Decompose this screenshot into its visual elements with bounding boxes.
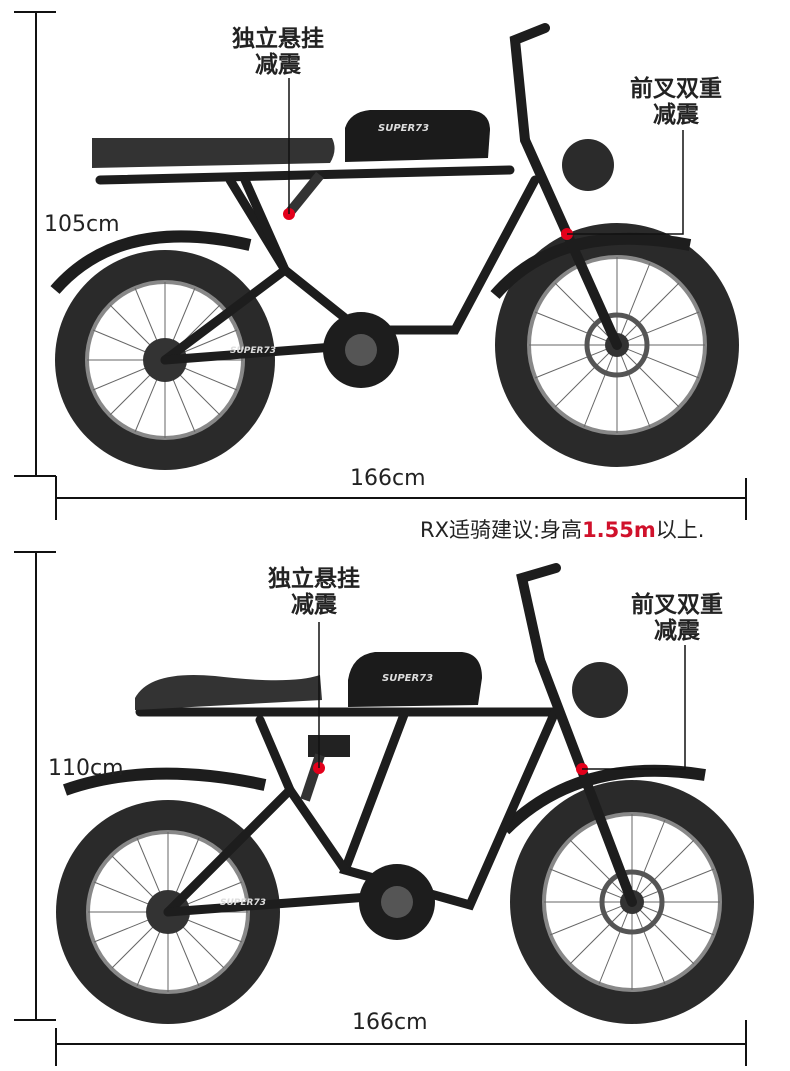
top-rear-fender	[50, 230, 252, 294]
bottom-headlight	[572, 662, 628, 718]
top-bike-illustration	[14, 11, 747, 520]
bottom-rear-fender	[63, 767, 267, 796]
rider-note-highlight: 1.55m	[582, 518, 656, 542]
bottom-bike-panel: 独立悬挂 减震 前叉双重 减震 110cm 166cm SUPER73 SUPE…	[0, 540, 790, 1071]
bottom-bike-illustration	[14, 551, 754, 1066]
top-rear-suspension-callout: 独立悬挂 减震	[232, 26, 324, 78]
bottom-front-fender	[500, 764, 706, 835]
top-front-callout-line2: 减震	[653, 102, 699, 128]
bottom-length-label: 166cm	[352, 1010, 428, 1035]
bottom-tire-brand: SUPER73	[220, 898, 266, 908]
top-callout-leaders	[288, 78, 684, 235]
bottom-front-callout-line2: 减震	[654, 618, 700, 644]
top-battery	[345, 110, 490, 162]
top-rear-shock	[286, 171, 324, 216]
top-headlight	[562, 139, 614, 191]
top-front-fork-callout: 前叉双重 减震	[630, 76, 722, 128]
rider-note-suffix: 以上.	[655, 518, 705, 542]
top-height-dimension	[14, 11, 57, 520]
bottom-front-callout-line1: 前叉双重	[631, 592, 723, 618]
rider-note-prefix: RX适骑建议:身高	[420, 518, 583, 542]
top-height-label: 105cm	[44, 212, 120, 237]
bottom-battery-brand: SUPER73	[382, 673, 434, 684]
bottom-height-dimension	[14, 551, 56, 1021]
bottom-rear-callout-line1: 独立悬挂	[268, 566, 360, 592]
rider-height-note: RX适骑建议:身高1.55m以上.	[420, 514, 704, 544]
bottom-seat	[135, 674, 322, 710]
bottom-front-fork-callout: 前叉双重 减震	[631, 592, 723, 644]
top-length-dimension	[56, 478, 747, 520]
top-tire-brand: SUPER73	[230, 346, 276, 356]
top-fork	[509, 23, 622, 350]
top-battery-brand: SUPER73	[378, 123, 430, 134]
bottom-height-label: 110cm	[48, 756, 124, 781]
bottom-callout-leaders	[318, 622, 686, 770]
bottom-rear-suspension-callout: 独立悬挂 减震	[268, 566, 360, 618]
top-bike-panel: 独立悬挂 减震 前叉双重 减震 105cm 166cm SUPER73 SUPE…	[14, 11, 747, 542]
top-seat	[92, 138, 335, 168]
bottom-battery	[348, 652, 482, 707]
top-length-label: 166cm	[350, 466, 426, 491]
top-front-callout-line1: 前叉双重	[630, 76, 722, 102]
bottom-length-dimension	[55, 1020, 747, 1066]
bottom-rear-callout-line2: 减震	[291, 592, 337, 618]
bottom-fork	[516, 563, 637, 907]
top-rear-callout-line1: 独立悬挂	[232, 26, 324, 52]
top-rear-callout-line2: 减震	[255, 52, 301, 78]
bottom-rear-shock	[308, 735, 350, 757]
